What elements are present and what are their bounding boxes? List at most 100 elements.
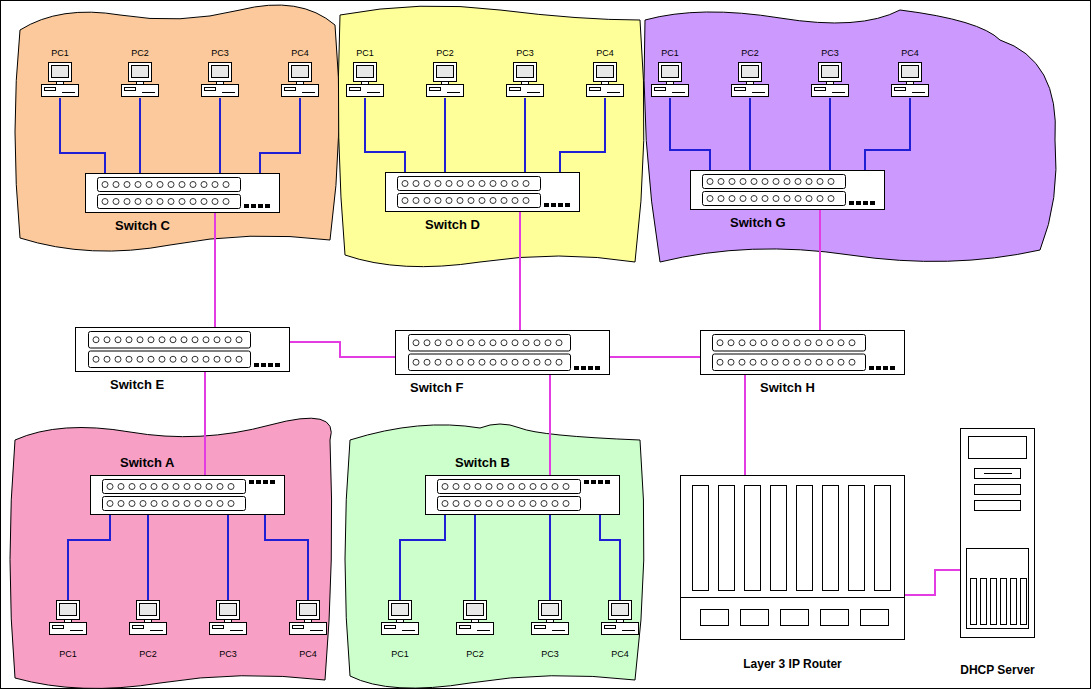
server-grille xyxy=(967,549,1029,629)
port xyxy=(135,199,141,205)
pc-icon-graphic xyxy=(380,600,420,636)
port xyxy=(794,359,800,365)
server-body xyxy=(961,429,1035,638)
port xyxy=(552,501,558,507)
pc-icon: PC2 xyxy=(128,600,168,636)
port xyxy=(104,356,110,362)
port xyxy=(457,181,463,187)
port xyxy=(556,359,562,365)
device-label: PC3 xyxy=(541,650,559,660)
ethernet-cable xyxy=(444,98,446,172)
case-line xyxy=(622,630,635,631)
device-label: Switch F xyxy=(410,381,463,395)
status-led xyxy=(244,204,249,208)
port xyxy=(179,182,185,188)
port xyxy=(512,198,518,204)
pc-case xyxy=(812,85,849,97)
port xyxy=(468,340,474,346)
device-label: PC4 xyxy=(611,650,629,660)
pc-case xyxy=(587,85,624,97)
case-line xyxy=(70,630,83,631)
port xyxy=(113,182,119,188)
status-led xyxy=(261,363,266,367)
device-label: PC4 xyxy=(596,49,614,59)
port xyxy=(435,359,441,365)
port xyxy=(468,181,474,187)
pc-case xyxy=(210,623,247,635)
port xyxy=(402,198,408,204)
pc-case xyxy=(732,85,769,97)
port xyxy=(486,484,492,490)
port xyxy=(739,340,745,346)
screen xyxy=(902,66,919,78)
ip-router: Layer 3 IP Router xyxy=(680,475,905,640)
vent xyxy=(971,579,977,625)
network-switch-graphic xyxy=(690,170,885,210)
ethernet-cable xyxy=(519,212,521,330)
status-led xyxy=(249,480,254,484)
port xyxy=(102,182,108,188)
port xyxy=(446,181,452,187)
case-line xyxy=(150,630,163,631)
port xyxy=(151,501,157,507)
port xyxy=(435,198,441,204)
drive-slot xyxy=(815,88,826,91)
pc-icon: PC2 xyxy=(120,62,160,98)
pc-case xyxy=(130,623,167,635)
pc-case xyxy=(532,623,569,635)
device-label: Switch A xyxy=(120,456,174,470)
port-row xyxy=(103,480,246,494)
port xyxy=(740,179,746,185)
port xyxy=(184,501,190,507)
port xyxy=(740,196,746,202)
pc-icon-graphic xyxy=(530,600,570,636)
pc-icon: PC1 xyxy=(40,62,80,98)
screen xyxy=(292,66,309,78)
port xyxy=(501,181,507,187)
monitor xyxy=(594,63,617,82)
screen xyxy=(612,604,629,616)
status-led xyxy=(263,480,268,484)
pc-case xyxy=(427,85,464,97)
status-led xyxy=(565,203,570,207)
port xyxy=(750,340,756,346)
network-switch: Switch F xyxy=(395,330,610,375)
monitor xyxy=(354,63,377,82)
port xyxy=(552,484,558,490)
drive-slot xyxy=(605,626,616,629)
ethernet-cable xyxy=(68,515,110,600)
port xyxy=(707,196,713,202)
port xyxy=(475,501,481,507)
port xyxy=(446,198,452,204)
device-label: PC4 xyxy=(901,49,919,59)
drive-slot xyxy=(285,88,296,91)
port xyxy=(729,179,735,185)
ethernet-cable xyxy=(905,570,960,595)
screen xyxy=(132,66,149,78)
case-line xyxy=(672,92,685,93)
port-row xyxy=(703,192,846,206)
drive-slot xyxy=(655,88,666,91)
device-label: PC1 xyxy=(51,49,69,59)
network-segment xyxy=(10,418,332,688)
device-label: PC3 xyxy=(821,49,839,59)
pc-icon-graphic xyxy=(890,62,930,98)
status-led xyxy=(558,203,563,207)
pc-icon-graphic xyxy=(40,62,80,98)
port xyxy=(519,501,525,507)
port xyxy=(146,199,152,205)
screen xyxy=(662,66,679,78)
drive-slot xyxy=(735,88,746,91)
port xyxy=(490,181,496,187)
case-line xyxy=(367,92,380,93)
port xyxy=(501,359,507,365)
power-module xyxy=(821,610,849,626)
port xyxy=(795,196,801,202)
port xyxy=(190,182,196,188)
port xyxy=(519,484,525,490)
pc-case xyxy=(652,85,689,97)
status-led xyxy=(869,366,874,370)
port xyxy=(413,340,419,346)
port xyxy=(783,359,789,365)
